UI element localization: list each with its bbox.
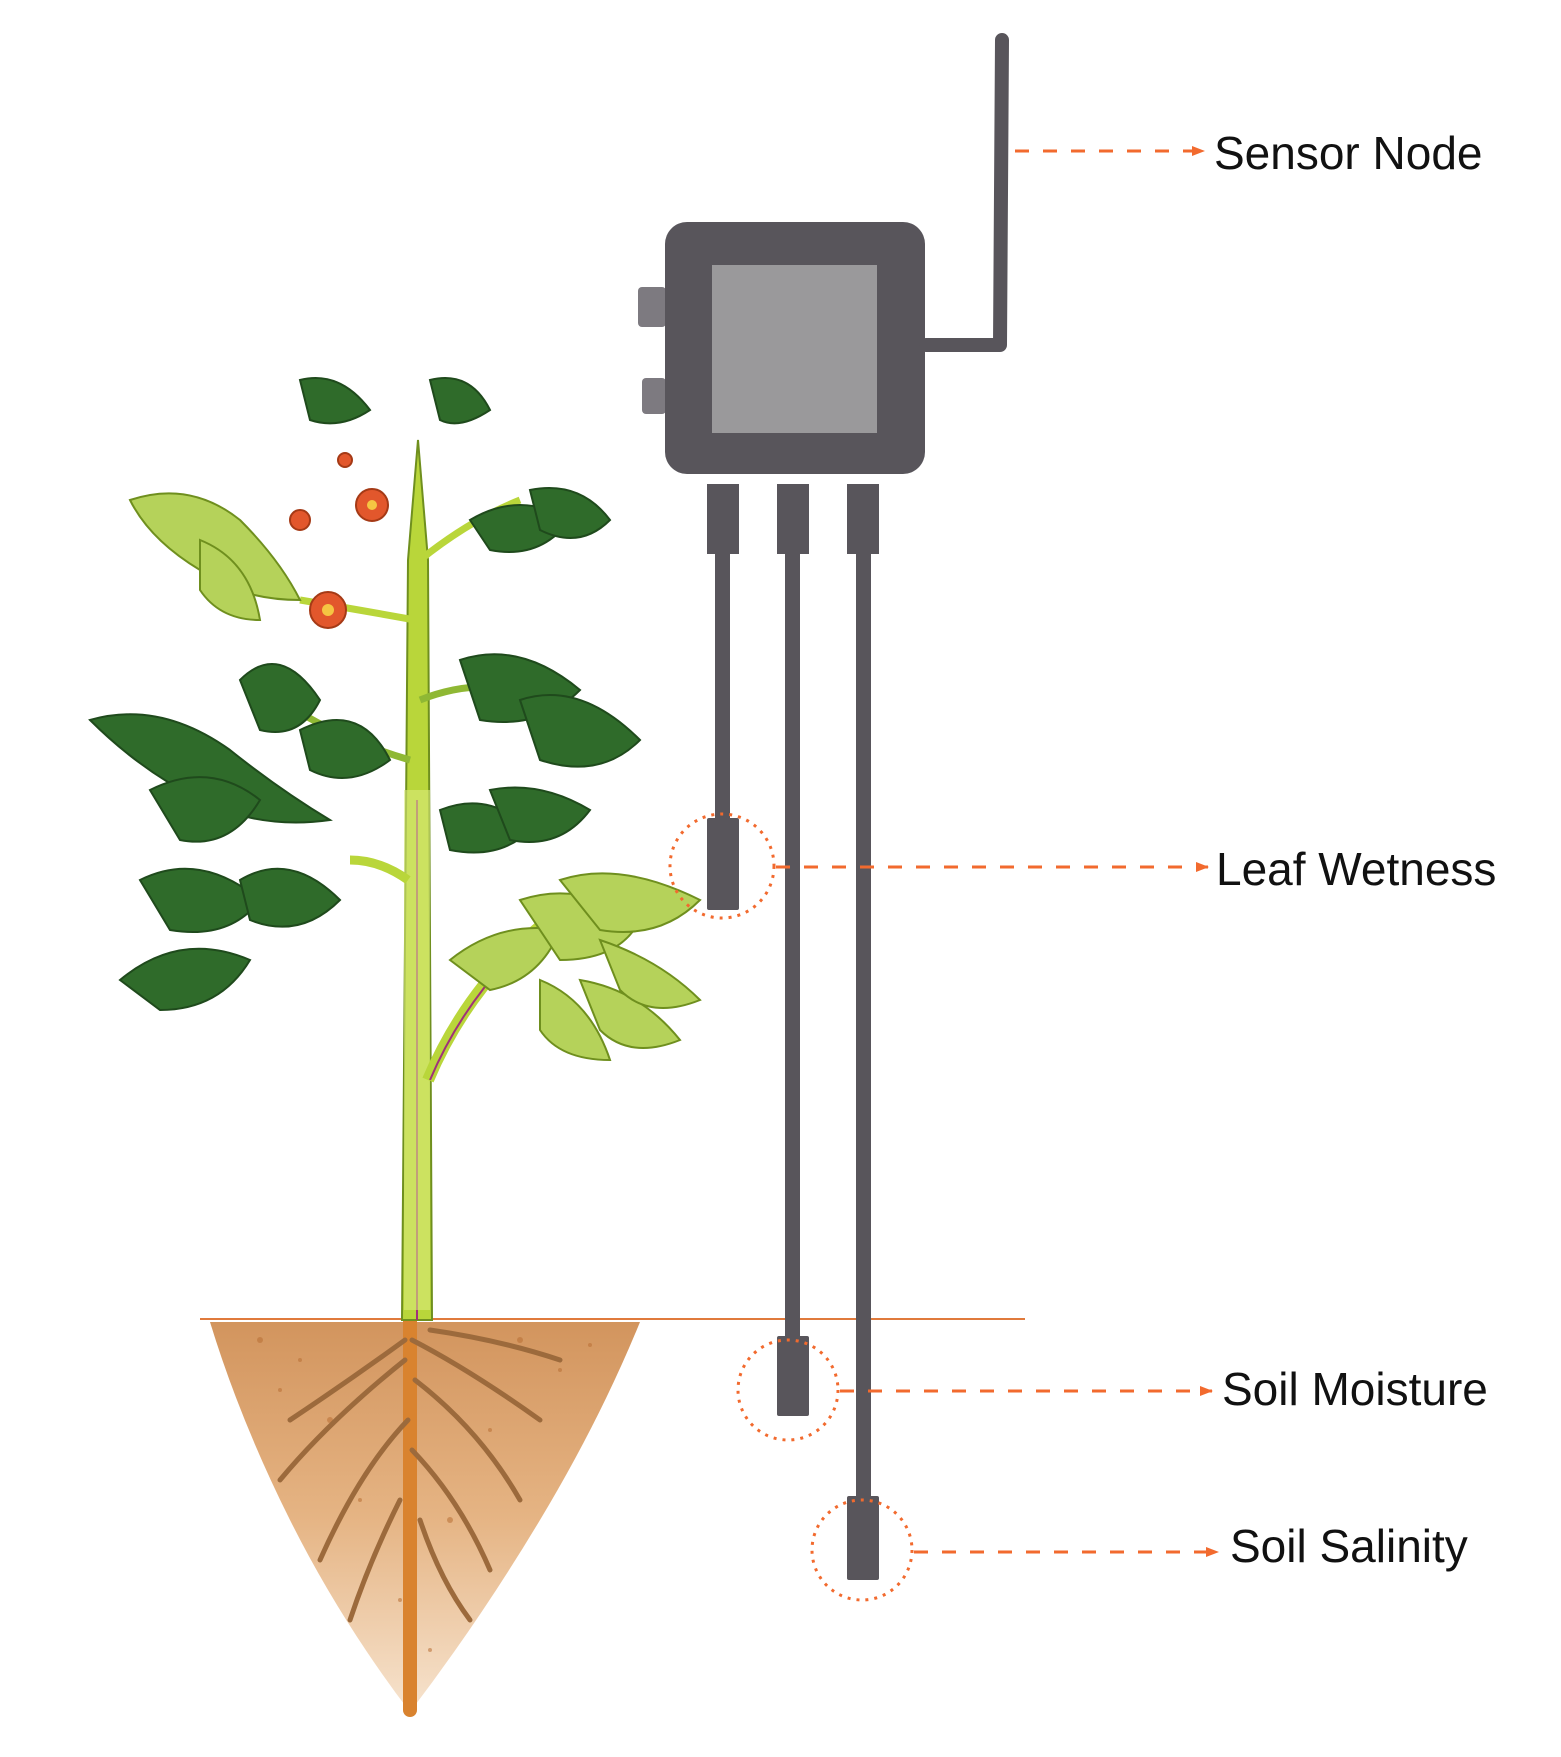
antenna-icon (919, 33, 1009, 352)
plant-roots (277, 1313, 563, 1717)
leaf-wetness-label: Leaf Wetness (1216, 843, 1497, 895)
soil-cone (210, 1322, 640, 1712)
soil-salinity-label: Soil Salinity (1230, 1520, 1468, 1572)
sensor-node-label: Sensor Node (1214, 127, 1483, 179)
callout-arrows (776, 146, 1219, 1557)
plant-stem (278, 439, 564, 1321)
soil-salinity-callout (810, 1498, 914, 1602)
flower-centers (322, 500, 377, 616)
soil-moisture-label: Soil Moisture (1222, 1363, 1488, 1415)
plant-leaves-dark (88, 377, 642, 1012)
plant-leaves-light (128, 492, 702, 1062)
sensor-node-icon (638, 222, 925, 474)
callout-circles (668, 812, 914, 1602)
soil-moisture-callout (736, 1338, 840, 1442)
leaf-wetness-callout (668, 812, 776, 920)
probe-cables (707, 484, 879, 1580)
